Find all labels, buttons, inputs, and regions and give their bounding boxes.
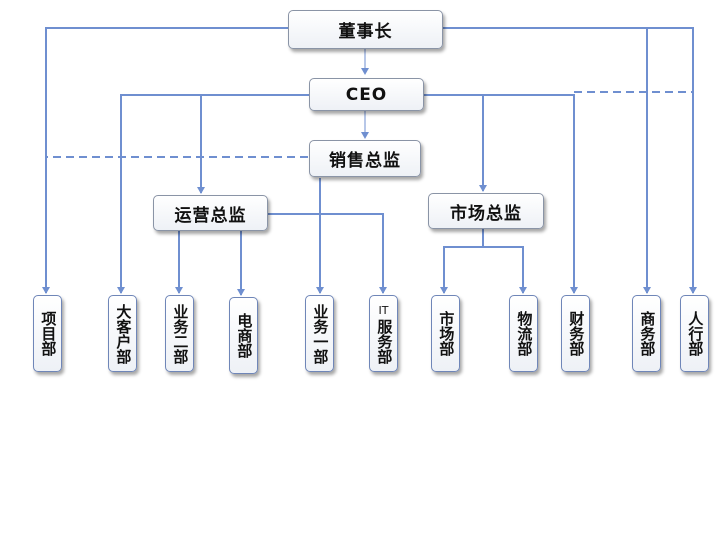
dept-business1: 业务一部 bbox=[305, 295, 334, 372]
sales-director-box: 销售总监 bbox=[309, 140, 421, 177]
dept-key-account: 大客户部 bbox=[108, 295, 137, 372]
department-label: 项目部 bbox=[39, 311, 58, 356]
ops-director-box: 运营总监 bbox=[153, 195, 268, 231]
line-ops-to-it bbox=[268, 213, 387, 294]
department-label: 业务一部 bbox=[311, 303, 330, 364]
line-ceo-to-finance bbox=[424, 94, 578, 294]
department-label: 物流部 bbox=[515, 311, 534, 356]
line-chairman-to-project bbox=[42, 27, 288, 294]
dept-commerce: 商务部 bbox=[632, 295, 661, 372]
dept-logistics: 物流部 bbox=[509, 295, 538, 372]
dept-project: 项目部 bbox=[33, 295, 62, 372]
dept-finance: 财务部 bbox=[561, 295, 590, 372]
line-market-bus bbox=[440, 229, 484, 294]
ceo-box: CEO bbox=[309, 78, 424, 111]
dept-market: 市场部 bbox=[431, 295, 460, 372]
dept-ecommerce: 电商部 bbox=[229, 297, 258, 374]
department-label: 大客户部 bbox=[114, 303, 133, 364]
department-label: 财务部 bbox=[567, 311, 586, 356]
dept-hr: 人行部 bbox=[680, 295, 709, 372]
chairman-box: 董事长 bbox=[288, 10, 443, 49]
line-chairman-to-hr bbox=[647, 27, 697, 294]
line-market-to-logistics bbox=[483, 246, 527, 294]
dept-business2: 业务二部 bbox=[165, 295, 194, 372]
department-label: 商务部 bbox=[638, 311, 657, 356]
department-label: 人行部 bbox=[686, 311, 705, 356]
line-chairman-to-commerce bbox=[443, 27, 651, 294]
department-label: 市场部 bbox=[437, 311, 456, 356]
it-service-label: 服务部 bbox=[375, 318, 394, 364]
dept-it-service: IT 服务部 bbox=[369, 295, 398, 372]
market-director-box: 市场总监 bbox=[428, 193, 544, 229]
it-label: IT bbox=[378, 303, 389, 317]
department-label: 业务二部 bbox=[171, 303, 190, 364]
line-ceo-to-key-account bbox=[117, 94, 309, 294]
department-label: 电商部 bbox=[235, 313, 254, 358]
